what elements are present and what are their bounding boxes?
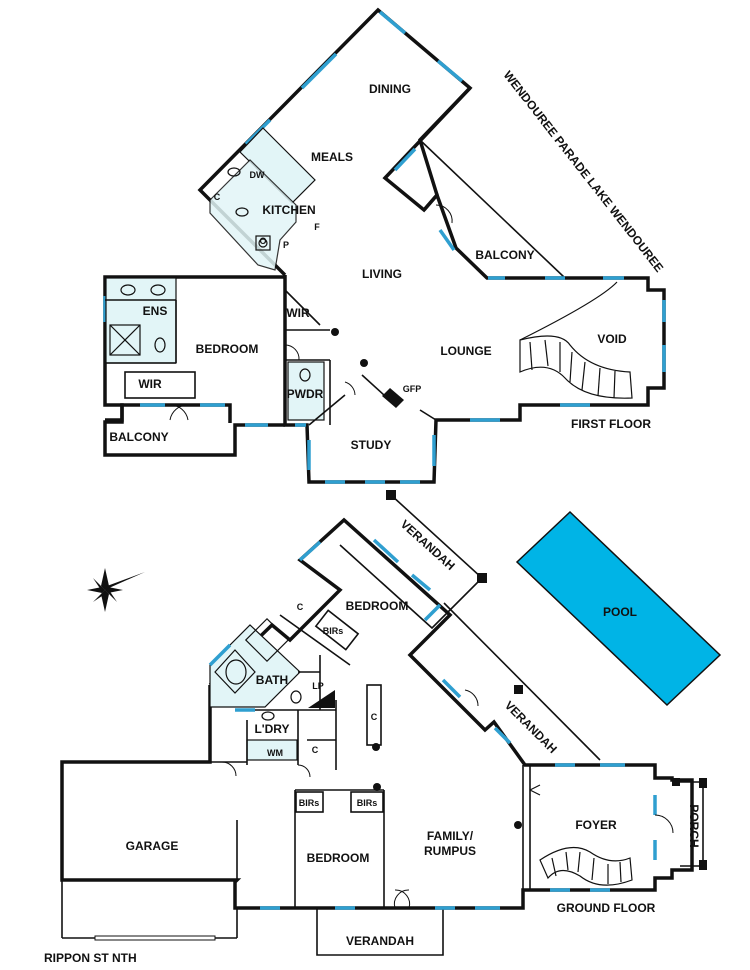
ground-floor-title: GROUND FLOOR xyxy=(557,901,656,915)
bath-area xyxy=(209,624,301,708)
room-porch: PORCH xyxy=(687,804,701,847)
label-cupboard-kitchen: C xyxy=(214,192,221,202)
pool xyxy=(515,510,722,707)
verandah-right-edge xyxy=(443,602,601,761)
ground-floor: POOL xyxy=(60,490,722,956)
label-dishwasher: DW xyxy=(250,170,265,180)
verandah-bottom-outline xyxy=(316,908,444,956)
room-dining: DINING xyxy=(369,82,411,96)
powder-room-area xyxy=(287,361,325,421)
label-cupboard-mid: C xyxy=(371,712,378,722)
room-foyer: FOYER xyxy=(575,818,617,832)
room-living: LIVING xyxy=(362,267,402,281)
room-study: STUDY xyxy=(351,438,392,452)
room-meals: MEALS xyxy=(311,150,353,164)
label-cupboard-top: C xyxy=(297,602,304,612)
street-rippon: RIPPON ST NTH xyxy=(44,951,137,965)
ground-floor-windows xyxy=(208,538,657,910)
room-void: VOID xyxy=(597,332,627,346)
street-wendouree: WENDOUREE PARADE LAKE WENDOUREE xyxy=(501,68,667,275)
room-bedroom-first: BEDROOM xyxy=(196,342,259,356)
room-bedroom-top: BEDROOM xyxy=(346,599,409,613)
room-garage: GARAGE xyxy=(126,839,179,853)
room-balcony-left: BALCONY xyxy=(109,430,168,444)
label-birs-top: BIRs xyxy=(323,626,344,636)
kitchen-area xyxy=(209,159,297,271)
first-floor: DINING MEALS KITCHEN DW C O P F BALCONY … xyxy=(103,7,666,484)
label-pantry: P xyxy=(283,240,289,250)
label-washing-machine: WM xyxy=(267,748,283,758)
label-birs-right: BIRs xyxy=(357,798,378,808)
verandah-top-outline xyxy=(339,494,484,630)
label-pool: POOL xyxy=(603,605,637,619)
first-floor-balcony-wall xyxy=(418,86,472,212)
compass-rose-icon xyxy=(87,568,145,612)
room-powder: PWDR xyxy=(287,387,324,401)
first-floor-windows xyxy=(103,10,666,484)
room-verandah-bottom: VERANDAH xyxy=(346,934,414,948)
room-family: FAMILY/ xyxy=(427,829,474,843)
room-lounge: LOUNGE xyxy=(440,344,491,358)
room-balcony-right: BALCONY xyxy=(475,248,534,262)
room-laundry: L'DRY xyxy=(254,722,289,736)
room-ensuite: ENS xyxy=(143,304,168,318)
label-gfp: GFP xyxy=(403,384,422,394)
label-birs-left: BIRs xyxy=(299,798,320,808)
label-linen-press: LP xyxy=(312,681,324,691)
balcony-edge xyxy=(419,139,566,279)
room-wir-hall: WIR xyxy=(286,306,310,320)
room-bedroom-bottom: BEDROOM xyxy=(307,851,370,865)
label-oven: O xyxy=(259,236,266,246)
label-fridge: F xyxy=(314,222,320,232)
ground-floor-outer-wall xyxy=(60,517,694,910)
first-floor-stair xyxy=(519,281,633,399)
first-floor-bedroom-wall xyxy=(103,275,285,457)
room-bath: BATH xyxy=(256,673,288,687)
balcony-rail xyxy=(105,403,232,423)
label-cupboard-laundry: C xyxy=(312,745,319,755)
room-rumpus: RUMPUS xyxy=(424,844,476,858)
ground-floor-stair xyxy=(539,846,633,886)
gfp-fireplace xyxy=(382,388,404,408)
room-wir-ensuite: WIR xyxy=(138,377,162,391)
room-verandah-top: VERANDAH xyxy=(398,517,458,573)
room-kitchen: KITCHEN xyxy=(262,203,315,217)
first-floor-title: FIRST FLOOR xyxy=(571,417,651,431)
